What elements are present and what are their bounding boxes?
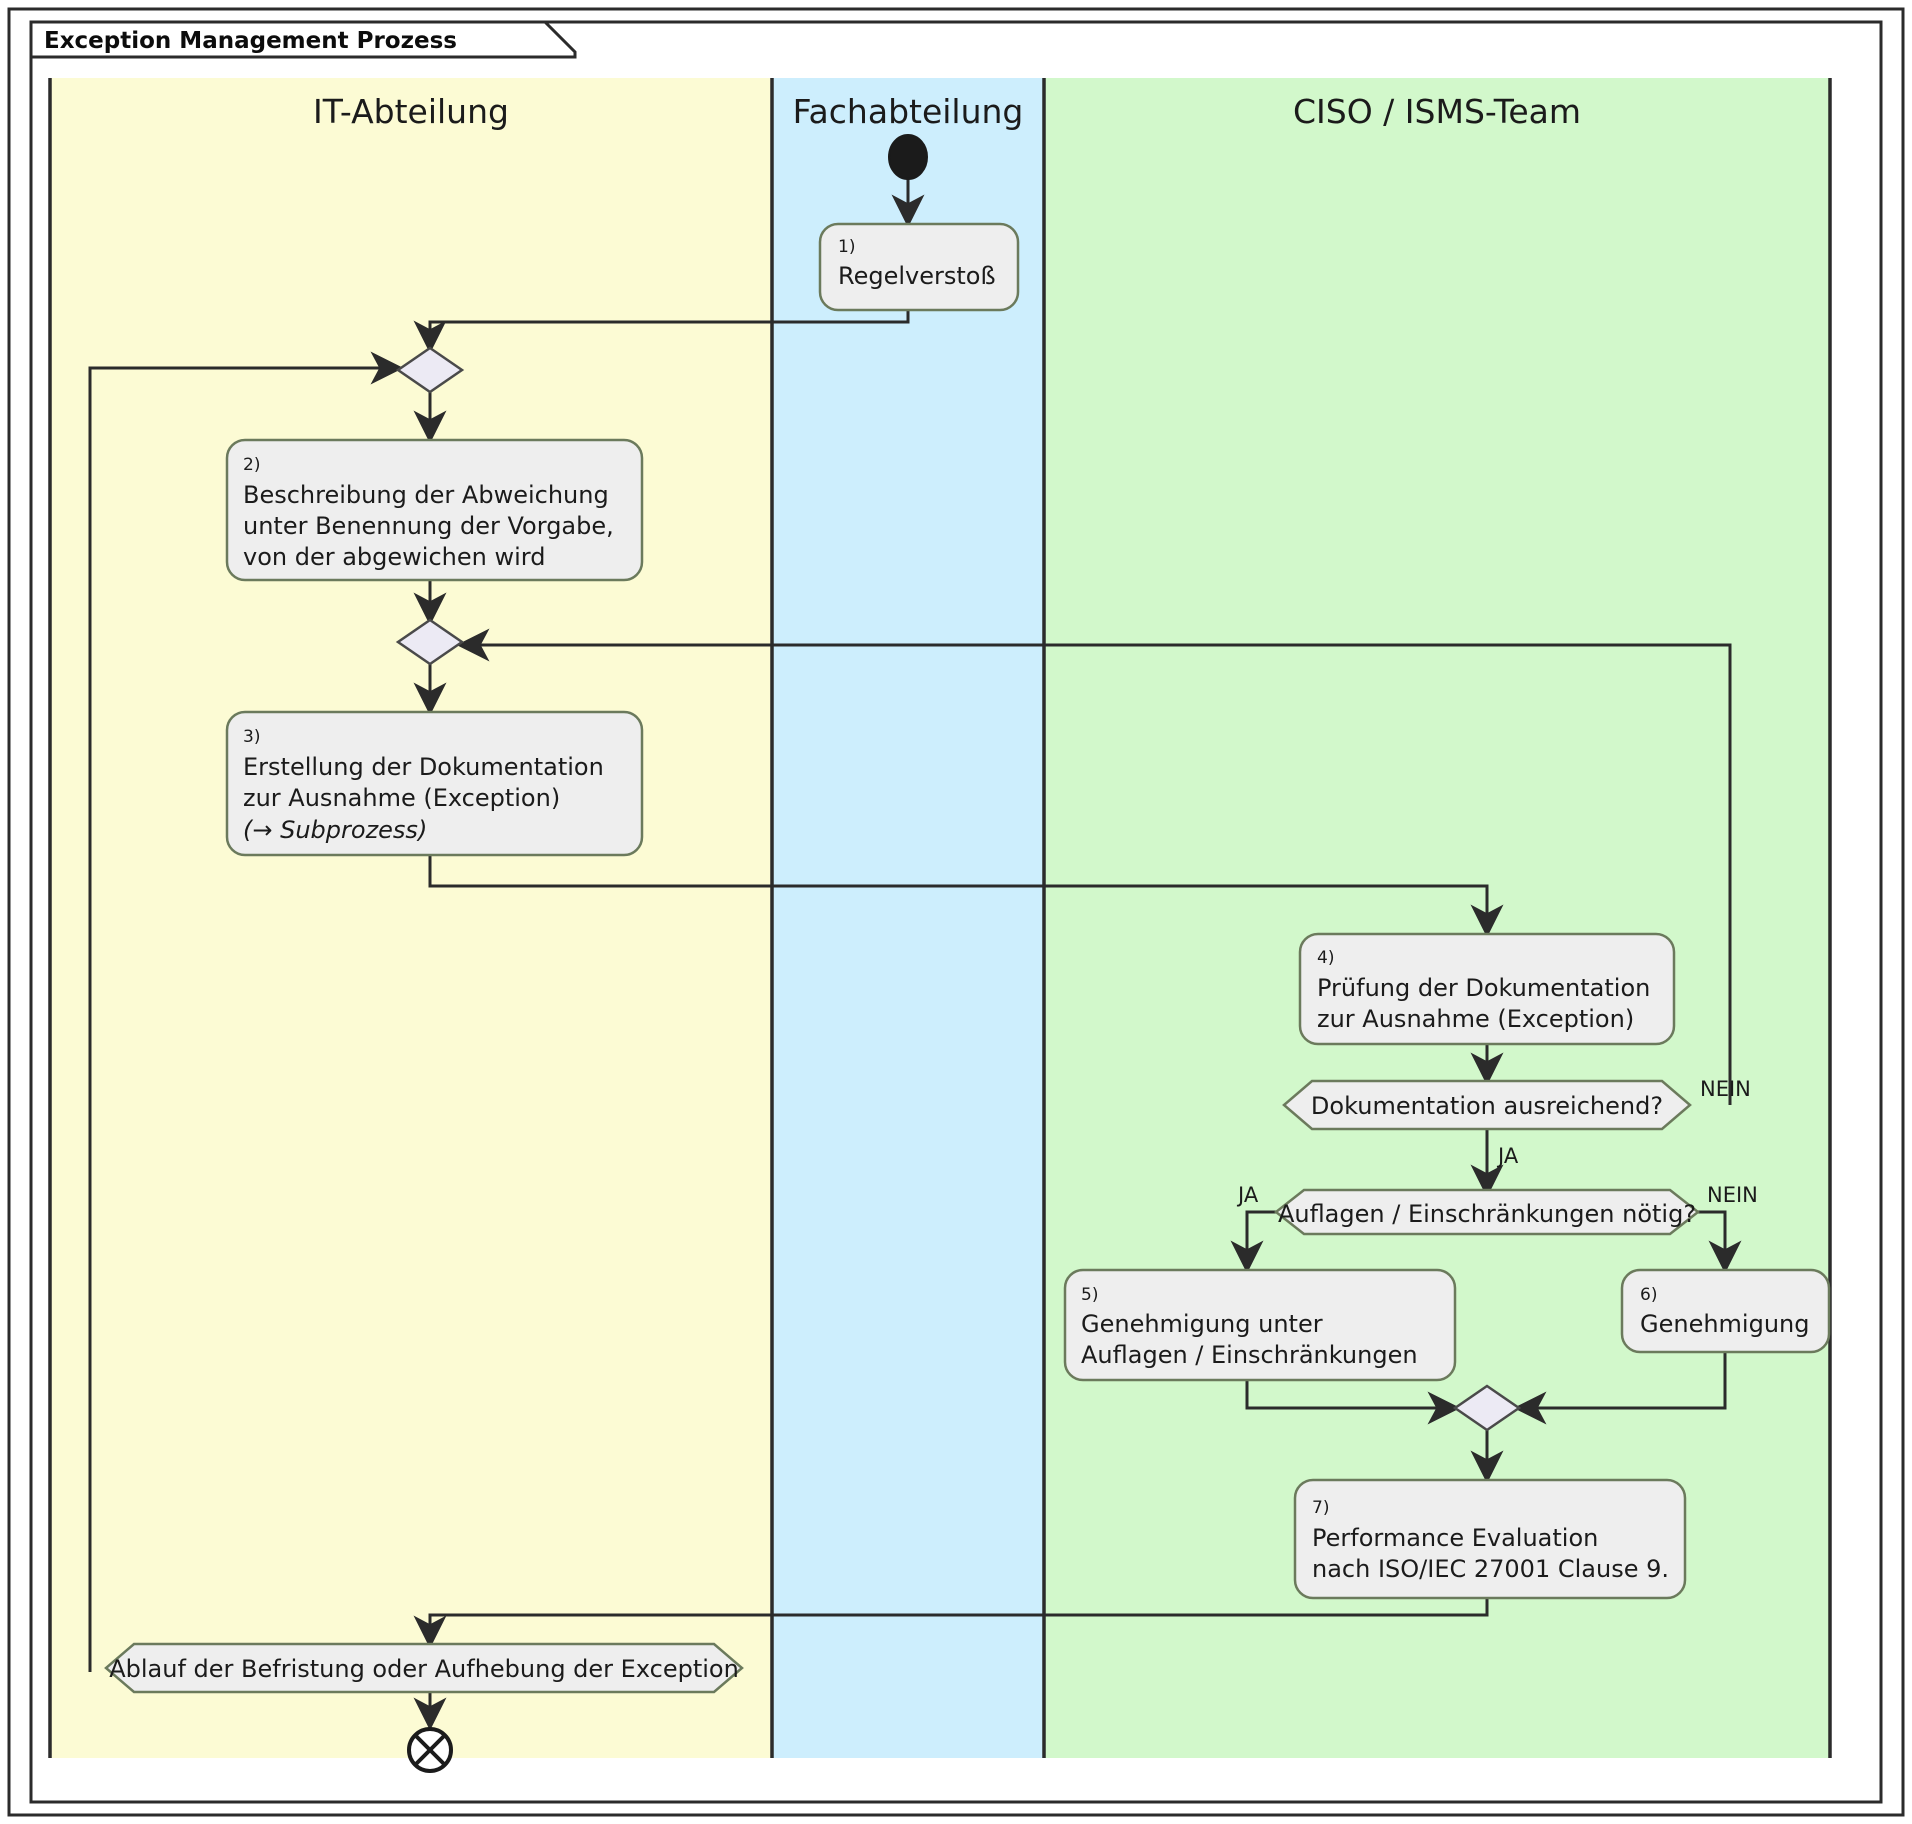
activity-node-2-number: 2) <box>243 455 260 475</box>
activity-node-6[interactable]: 6) Genehmigung <box>1620 1268 1831 1354</box>
frame-title: Exception Management Prozess <box>44 28 457 54</box>
edge-n3-to-n4 <box>428 855 1504 938</box>
decision-node-2-shape[interactable] <box>1273 1188 1701 1236</box>
activity-node-5-line-2: Auflagen / Einschränkungen <box>1081 1341 1418 1369</box>
decision-node-auflagen-noetig[interactable]: Auflagen / Einschränkungen nötig? <box>1273 1188 1701 1236</box>
guard-label-d1-ja: JA <box>1496 1144 1519 1168</box>
edge-n1-to-merge1 <box>413 310 910 354</box>
activity-node-7-number: 7) <box>1312 1498 1329 1518</box>
lane-background-fachabteilung <box>772 78 1044 1758</box>
activity-node-5-line-1: Genehmigung unter <box>1081 1310 1323 1338</box>
activity-node-6-number: 6) <box>1640 1285 1657 1305</box>
merge-node-1 <box>395 346 465 394</box>
guard-label-d2-ja: JA <box>1236 1183 1259 1207</box>
activity-node-4-box[interactable] <box>1298 932 1676 1046</box>
decision-node-1-shape[interactable] <box>1282 1079 1692 1131</box>
decision-node-dokumentation-ausreichend[interactable]: Dokumentation ausreichend? <box>1282 1079 1692 1131</box>
activity-node-1-line-1: Regelverstoß <box>838 262 996 290</box>
activity-node-6-line-1: Genehmigung <box>1640 1310 1810 1338</box>
lane-label-fachabteilung: Fachabteilung <box>793 92 1024 131</box>
activity-node-2[interactable]: 2) Beschreibung der Abweichung unter Ben… <box>225 438 644 582</box>
edge-d1-no-to-merge2 <box>456 628 1732 1105</box>
activity-node-3-line-2: zur Ausnahme (Exception) <box>243 784 560 812</box>
edge-d3-to-merge1 <box>88 351 404 1672</box>
activity-node-1-box[interactable] <box>818 222 1020 312</box>
decision-node-3-shape[interactable] <box>104 1642 744 1694</box>
activity-node-4-line-2: zur Ausnahme (Exception) <box>1317 1005 1634 1033</box>
flow-final-node <box>407 1727 453 1773</box>
merge-node-2 <box>395 618 465 666</box>
activity-node-4-number: 4) <box>1317 948 1334 968</box>
activity-node-4-line-1: Prüfung der Dokumentation <box>1317 974 1650 1002</box>
activity-node-1-number: 1) <box>838 237 855 257</box>
edge-n7-to-d3 <box>413 1598 1489 1649</box>
merge-node-3 <box>1452 1384 1522 1432</box>
activity-node-5-box[interactable] <box>1063 1268 1457 1382</box>
activity-node-2-line-2: unter Benennung der Vorgabe, <box>243 512 614 540</box>
activity-node-1[interactable]: 1) Regelverstoß <box>818 222 1020 312</box>
activity-node-3-number: 3) <box>243 727 260 747</box>
activity-node-3-box[interactable] <box>225 710 644 857</box>
edge-d2-no-to-n6 <box>1698 1210 1742 1274</box>
guard-label-d2-nein: NEIN <box>1707 1183 1758 1207</box>
frame-title-tab <box>29 20 577 59</box>
lane-label-ciso: CISO / ISMS-Team <box>1293 92 1581 131</box>
activity-node-7[interactable]: 7) Performance Evaluation nach ISO/IEC 2… <box>1293 1478 1687 1600</box>
decision-node-2-label: Auflagen / Einschränkungen nötig? <box>1278 1200 1696 1228</box>
activity-node-3-line-1: Erstellung der Dokumentation <box>243 753 604 781</box>
activity-node-2-line-3: von der abgewichen wird <box>243 543 545 571</box>
activity-node-3[interactable]: 3) Erstellung der Dokumentation zur Ausn… <box>225 710 644 857</box>
edge-n6-to-merge3 <box>1513 1352 1727 1425</box>
lane-label-it: IT-Abteilung <box>313 92 509 131</box>
activity-node-5[interactable]: 5) Genehmigung unter Auflagen / Einschrä… <box>1063 1268 1457 1382</box>
decision-node-ablauf-befristung[interactable]: Ablauf der Befristung oder Aufhebung der… <box>104 1642 744 1694</box>
activity-node-5-number: 5) <box>1081 1285 1098 1305</box>
activity-node-7-line-2: nach ISO/IEC 27001 Clause 9. <box>1312 1555 1669 1583</box>
initial-node <box>888 134 928 180</box>
lane-background-ciso <box>1044 78 1830 1758</box>
activity-node-7-box[interactable] <box>1293 1478 1687 1600</box>
decision-node-1-label: Dokumentation ausreichend? <box>1311 1092 1663 1120</box>
guard-label-d1-nein: NEIN <box>1700 1077 1751 1101</box>
decision-node-3-label: Ablauf der Befristung oder Aufhebung der… <box>109 1655 739 1683</box>
activity-node-4[interactable]: 4) Prüfung der Dokumentation zur Ausnahm… <box>1298 932 1676 1046</box>
activity-node-3-subprocess-ref: (→ Subprozess) <box>243 816 427 844</box>
edge-d2-yes-to-n5 <box>1230 1210 1276 1274</box>
activity-node-2-line-1: Beschreibung der Abweichung <box>243 481 609 509</box>
lane-background-it <box>50 78 772 1758</box>
activity-node-2-box[interactable] <box>225 438 644 582</box>
activity-node-6-box[interactable] <box>1620 1268 1831 1354</box>
activity-node-7-line-1: Performance Evaluation <box>1312 1524 1598 1552</box>
